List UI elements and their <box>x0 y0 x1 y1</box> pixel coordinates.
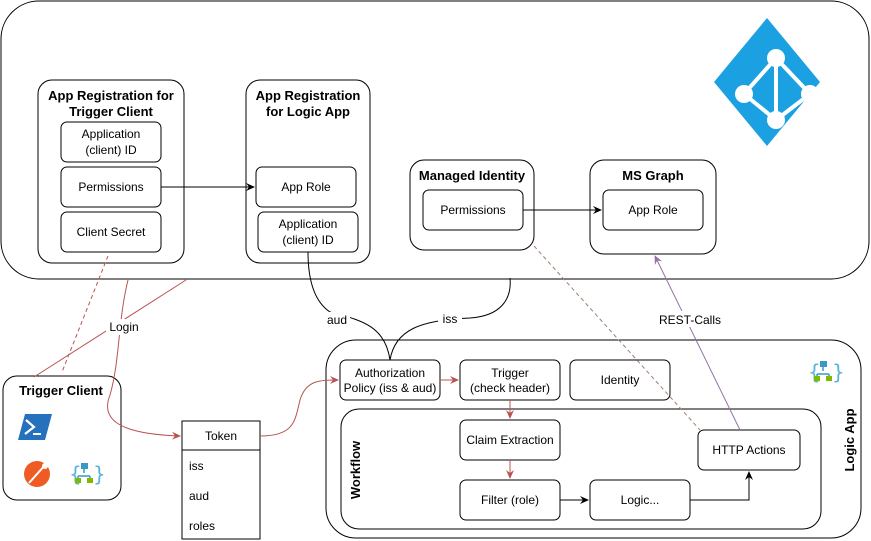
trigger-app-client-id-label: Application <box>82 127 141 141</box>
token-box[interactable] <box>181 420 261 540</box>
authorization-policy-label-2: Policy (iss & aud) <box>344 381 437 395</box>
token-title: Token <box>205 429 237 443</box>
edge-iss-curve <box>389 277 511 361</box>
app-reg-trigger-title: App Registration for <box>48 88 174 103</box>
logic-app-client-id-label: Application <box>279 217 338 231</box>
trigger-app-client-id-label-2: (client) ID <box>85 143 137 157</box>
logic-label: Logic... <box>621 493 660 507</box>
trigger-app-client-id-box[interactable] <box>60 121 162 163</box>
edge-token-to-auth-policy <box>259 376 339 437</box>
token-claim-iss: iss <box>189 459 204 473</box>
trigger-client-secret-box[interactable] <box>60 211 162 253</box>
aud-label: aud <box>327 313 347 327</box>
logic-app-client-id-label-2: (client) ID <box>282 233 334 247</box>
trigger-permissions-label: Permissions <box>78 180 143 194</box>
logic-app-title: Logic App <box>842 408 857 471</box>
ms-graph-app-role-label: App Role <box>628 203 678 217</box>
edge-http-to-ms-graph <box>654 255 741 431</box>
postman-icon <box>24 461 50 487</box>
workflow-title: Workflow <box>348 440 363 499</box>
logic-app-role-label: App Role <box>281 180 331 194</box>
trigger-label-2: (check header) <box>470 381 550 395</box>
claim-extraction-label: Claim Extraction <box>466 433 553 447</box>
managed-identity-title: Managed Identity <box>419 168 526 183</box>
app-reg-logic-title-2: for Logic App <box>266 104 350 119</box>
authorization-policy-label: Authorization <box>355 366 425 380</box>
filter-role-label: Filter (role) <box>481 493 539 507</box>
identity-label: Identity <box>601 373 640 387</box>
edge-login-to-token <box>107 279 181 440</box>
identity-box[interactable] <box>569 359 671 401</box>
trigger-client-secret-label: Client Secret <box>77 225 146 239</box>
http-actions-box[interactable] <box>697 429 801 471</box>
ms-graph-title: MS Graph <box>622 168 683 183</box>
edge-logic-to-http <box>690 471 753 501</box>
logic-app-role-box[interactable] <box>255 166 357 208</box>
edge-mi-to-http-dashed <box>533 245 701 431</box>
app-reg-trigger-title-2: Trigger Client <box>69 104 153 119</box>
app-reg-logic-title: App Registration <box>256 88 361 103</box>
svg-text:}: } <box>832 360 845 384</box>
trigger-client-title: Trigger Client <box>19 383 103 398</box>
powershell-icon <box>18 414 52 440</box>
token-claim-aud: aud <box>189 489 209 503</box>
azure-ad-logo-icon <box>714 18 820 146</box>
ms-graph-app-role-box[interactable] <box>602 189 704 231</box>
trigger-label: Trigger <box>491 366 529 380</box>
logic-app-icon: { } <box>808 360 845 384</box>
login-label: Login <box>109 320 138 334</box>
token-claim-roles: roles <box>189 519 215 533</box>
http-actions-label: HTTP Actions <box>712 443 785 457</box>
svg-text:}: } <box>93 462 106 486</box>
logic-app-small-icon: { } <box>69 462 106 486</box>
rest-calls-label: REST-Calls <box>659 313 721 327</box>
managed-identity-permissions-label: Permissions <box>440 203 505 217</box>
iss-label: iss <box>443 312 458 326</box>
